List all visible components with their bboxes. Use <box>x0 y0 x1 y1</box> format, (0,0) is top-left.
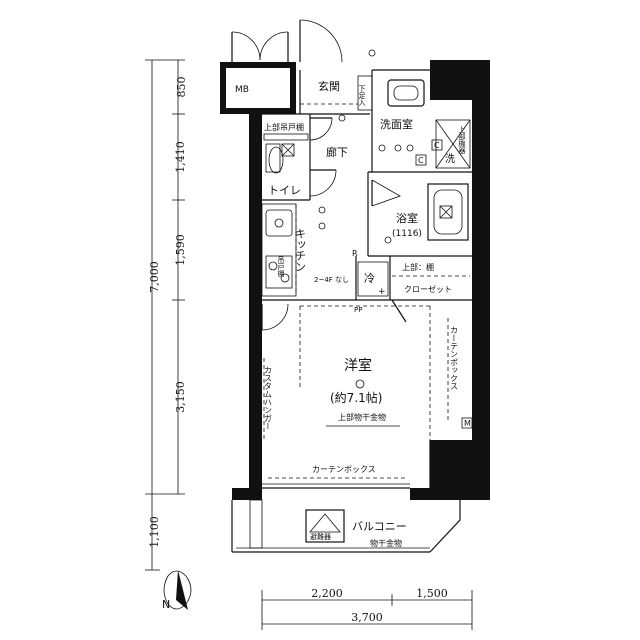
kitchen-counter <box>261 203 297 297</box>
evac-hatch-label: 避難器 <box>310 532 331 541</box>
plus-symbol: + <box>378 287 386 297</box>
balcony-label: バルコニー <box>352 520 407 533</box>
stove-burner-2 <box>280 273 290 283</box>
north-compass: N <box>162 570 192 611</box>
bath-fan-d2 <box>439 205 453 219</box>
washroom-light <box>378 144 386 152</box>
wash-basin <box>387 79 425 107</box>
bath-label: 浴室 <box>396 211 418 225</box>
fridge-label: 冷 <box>364 272 375 285</box>
balcony-partition <box>249 499 263 549</box>
mb-door-right-swing <box>259 31 289 61</box>
bathtub-inner <box>433 189 463 235</box>
dim-bottom-total: 3,700 <box>351 611 383 624</box>
dim-left-balcony: 1,100 <box>148 516 161 548</box>
c-symbol-2: C <box>434 141 440 150</box>
c-box-1 <box>415 154 427 166</box>
washroom-label: 洗面室 <box>380 117 413 131</box>
shoe-box-label: 下足入 <box>358 85 366 106</box>
dim-left-seg-2: 1,410 <box>174 141 187 173</box>
intercom <box>368 49 376 57</box>
mb-box-inner <box>226 68 290 108</box>
washer-pan <box>435 119 471 169</box>
wash-basin-bowl <box>393 85 419 101</box>
washroom-outlet-1 <box>394 144 402 152</box>
washroom-outlet-2 <box>406 144 414 152</box>
dim-left-seg-1: 850 <box>175 77 188 98</box>
toilet-shelf <box>263 133 309 141</box>
kitchen-stove <box>265 255 293 289</box>
toilet-label: トイレ <box>268 184 301 197</box>
dim-left-total: 7,000 <box>148 261 161 293</box>
bottom-wall-right <box>410 488 440 500</box>
toilet-door-swing <box>309 169 337 197</box>
evac-hatch-mark <box>309 513 341 533</box>
upper-shelf-label: 上部：棚 <box>402 262 434 272</box>
bottom-wall-left <box>232 488 262 500</box>
washer-label: 洗 <box>445 153 455 165</box>
kitchen-drain <box>274 218 284 228</box>
r-symbol: R <box>352 249 358 258</box>
toilet-fan-d2 <box>281 143 295 157</box>
pp-symbol: PP <box>354 306 362 314</box>
kitchen-light-2 <box>318 222 326 230</box>
entrance-label: 玄関 <box>318 79 340 93</box>
dim-left-seg-4: 3,150 <box>174 381 187 413</box>
room-door-swing <box>261 303 289 331</box>
stove-burner-1 <box>268 261 278 271</box>
mb-label: MB <box>235 85 249 95</box>
evac-hatch <box>305 509 345 543</box>
c-symbol-1: C <box>418 156 424 165</box>
washroom-door-swing <box>309 117 333 141</box>
c-box-2 <box>431 139 443 151</box>
entrance-door-swing <box>299 19 343 63</box>
toilet-fan <box>281 143 295 157</box>
dim-bottom-seg-2: 1,500 <box>416 587 448 600</box>
west-wall <box>249 114 262 494</box>
washer-diag2 <box>435 119 471 169</box>
hall-label: 廊下 <box>326 145 348 159</box>
east-wall <box>472 60 490 500</box>
bathtub <box>427 183 469 241</box>
shoe-box <box>357 75 373 111</box>
north-label: N <box>162 598 170 611</box>
bath-light <box>384 236 392 244</box>
balcony-dryer-label: 物干金物 <box>370 538 402 548</box>
kitchen-light-1 <box>318 206 326 214</box>
hall-light <box>338 114 346 122</box>
fridge-space <box>357 261 389 297</box>
kitchen-label: キッチン <box>294 228 307 272</box>
curtain-box-bottom-label: カーテンボックス <box>312 465 376 474</box>
bath-size-label: (1116) <box>392 229 422 239</box>
kitchen-sink <box>265 209 293 237</box>
closet-label: クローゼット <box>404 284 452 294</box>
room-light <box>355 379 365 389</box>
kitchen-shelf-label: 吊戸棚 <box>277 256 285 278</box>
room-dryer-label: 上部物干金物 <box>338 412 386 422</box>
bath-door-fold <box>371 179 401 207</box>
bath-fan <box>439 205 453 219</box>
toilet-bowl <box>268 146 284 174</box>
balcony-right <box>429 500 461 553</box>
room-label: 洋室 <box>344 357 372 374</box>
room-size-label: (約7.1帖) <box>330 390 382 405</box>
dim-bottom-seg-1: 2,200 <box>311 587 343 600</box>
custom-hanger-label: カスタムハンガー <box>264 366 273 430</box>
upper-unit-label: 上部機器 <box>458 125 466 155</box>
toilet-shelf-label: 上部吊戸棚 <box>264 122 304 132</box>
stove-note: 2~4F なし <box>314 276 349 284</box>
closet-door <box>391 299 407 323</box>
m-box <box>461 417 473 429</box>
m-symbol: M <box>464 419 471 428</box>
dim-left-seg-3: 1,590 <box>174 234 187 266</box>
curtain-box-right-label: カーテンボックス <box>450 326 459 390</box>
mb-door-left-swing <box>231 31 261 61</box>
